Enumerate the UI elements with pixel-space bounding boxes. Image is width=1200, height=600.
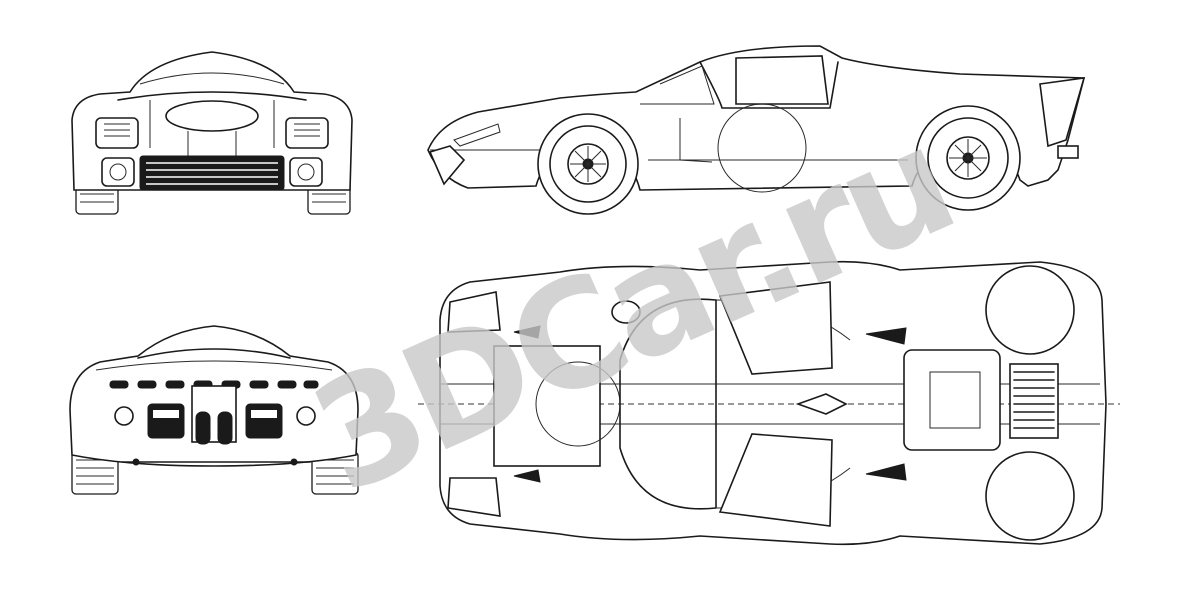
- top-right-headlight: [447, 477, 501, 517]
- top-right-door-window: [718, 433, 833, 527]
- left-side-scoop: [865, 327, 907, 345]
- rear-spoiler: [1039, 77, 1086, 148]
- top-left-headlight: [447, 291, 501, 333]
- rear-view: [69, 325, 359, 495]
- side-view: [427, 45, 1086, 215]
- nose-scoop: [165, 100, 259, 132]
- center-roof-vent: [795, 393, 848, 415]
- left-headlight: [95, 117, 139, 149]
- top-left-door-window: [718, 281, 833, 375]
- fuel-filler-cap: [611, 300, 641, 324]
- top-body: [439, 260, 1107, 546]
- front-grille: [139, 155, 285, 191]
- left-exhaust-pipe: [195, 411, 211, 445]
- left-rear-light: [114, 406, 134, 426]
- engine-cover: [903, 349, 1001, 451]
- top-view: [418, 260, 1120, 546]
- exhaust-tip: [1057, 145, 1079, 159]
- right-rear-opening: [245, 403, 283, 439]
- right-rear-light: [296, 406, 316, 426]
- side-window: [735, 55, 829, 105]
- rear-wheel: [915, 105, 1021, 211]
- rear-louvre-grille: [1009, 363, 1059, 439]
- front-wheel: [537, 113, 639, 215]
- right-headlight: [285, 117, 329, 149]
- side-headlight: [428, 145, 466, 186]
- right-exhaust-pipe: [217, 411, 233, 445]
- front-view: [71, 51, 353, 215]
- left-rear-opening: [147, 403, 185, 439]
- right-fog-light: [289, 157, 323, 187]
- right-side-scoop: [865, 463, 907, 481]
- left-fog-light: [101, 157, 135, 187]
